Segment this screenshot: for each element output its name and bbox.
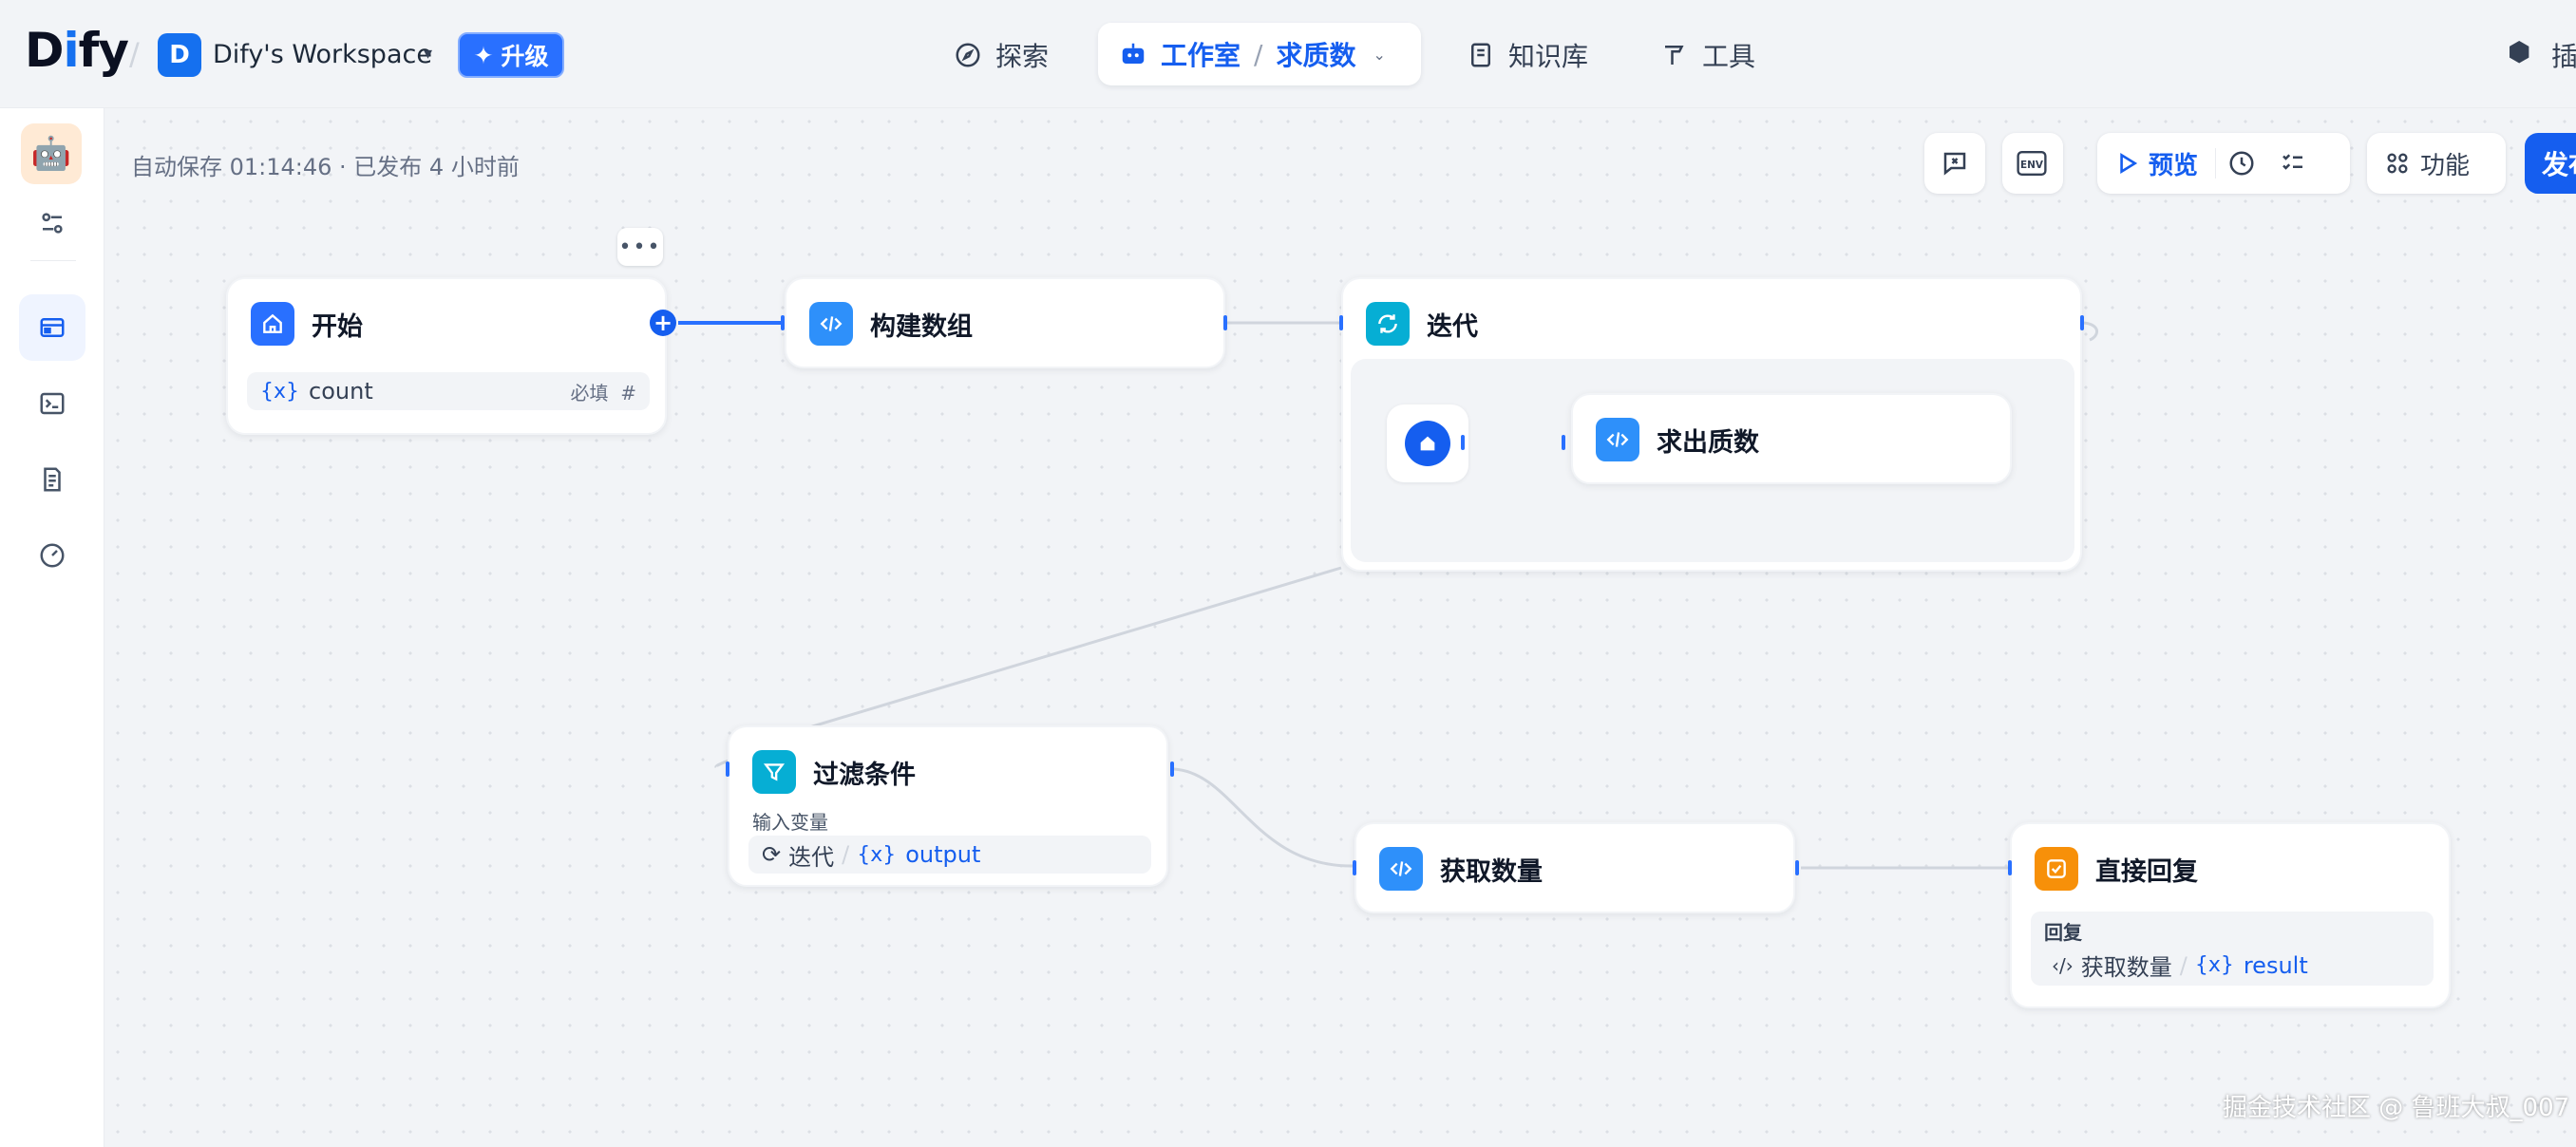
number-type-icon: #: [620, 381, 636, 404]
refresh-icon: [1366, 302, 1410, 346]
iteration-start-node[interactable]: [1387, 404, 1468, 482]
preview-button[interactable]: 预览: [2097, 133, 2215, 194]
variable-icon: {x}: [857, 842, 897, 867]
variable-icon: {x}: [260, 379, 300, 404]
hammer-icon: [1665, 46, 1684, 65]
node-iteration[interactable]: 迭代 求出质数: [1341, 277, 2082, 572]
nav-explore[interactable]: 探索: [954, 36, 1049, 74]
wire-iter-out: [2083, 321, 2098, 342]
robot-icon: [1122, 43, 1145, 64]
answer-reply-box[interactable]: 回复 ‹/› 获取数量 / {x} result: [2031, 912, 2434, 986]
node-get-count[interactable]: 获取数量: [1354, 822, 1795, 913]
output-handle[interactable]: [2080, 315, 2084, 330]
message-check-icon: [1943, 152, 1966, 176]
input-handle[interactable]: [1339, 315, 1343, 330]
code-icon: [1596, 418, 1639, 461]
workspace-avatar[interactable]: D: [158, 33, 201, 77]
sidebar-item-logs[interactable]: [19, 446, 85, 513]
cube-icon[interactable]: ⬢: [2508, 36, 2531, 67]
filter-input-variable[interactable]: ⟳ 迭代 / {x} output: [748, 836, 1151, 874]
wire-filter-count: [1173, 767, 1355, 868]
publish-button[interactable]: 发布: [2525, 133, 2576, 194]
node-compute-primes[interactable]: 求出质数: [1571, 393, 2012, 484]
message-reply-icon: [2035, 847, 2078, 891]
iteration-body[interactable]: 求出质数: [1351, 359, 2074, 562]
env-button[interactable]: ENV: [2002, 133, 2063, 194]
chevron-down-icon[interactable]: ⌄: [1373, 45, 1386, 64]
sidebar-divider: [30, 260, 76, 261]
home-icon: [251, 302, 294, 346]
chevron-down-icon[interactable]: ▾: [424, 44, 433, 64]
more-options-button[interactable]: •••: [617, 228, 663, 266]
sparkle-icon: ✦: [473, 41, 494, 69]
input-handle[interactable]: [781, 315, 785, 330]
output-handle[interactable]: [1223, 315, 1227, 330]
sidebar-item-api[interactable]: [19, 370, 85, 437]
autosave-status: 自动保存 01:14:46 · 已发布 4 小时前: [131, 154, 520, 180]
code-icon: ‹/›: [2052, 953, 2074, 977]
sliders-icon[interactable]: [19, 190, 85, 256]
top-bar: Dify / D Dify's Workspace ▾ ✦ 升级 探索 工作室 …: [0, 0, 2576, 108]
gauge-icon: [40, 543, 65, 568]
filter-icon: [752, 750, 796, 794]
clock-play-icon: [2229, 151, 2254, 176]
book-icon: [1471, 43, 1490, 67]
upgrade-button[interactable]: ✦ 升级: [458, 32, 564, 78]
history-button[interactable]: [2216, 133, 2267, 194]
comment-button[interactable]: [1924, 133, 1985, 194]
app-icon[interactable]: 🤖: [21, 123, 82, 184]
preview-toolbar-group: 预览: [2097, 133, 2350, 194]
output-handle[interactable]: [1170, 762, 1174, 777]
features-button[interactable]: 功能: [2367, 133, 2506, 194]
wire-iter-filter: [808, 566, 1342, 729]
add-node-button[interactable]: +: [650, 310, 676, 336]
start-variable-row[interactable]: {x} count 必填 #: [247, 372, 650, 410]
compass-icon: [956, 43, 980, 67]
grid-dots-icon: [2387, 153, 2408, 174]
node-direct-answer[interactable]: 直接回复 回复 ‹/› 获取数量 / {x} result: [2010, 822, 2451, 1008]
watermark: 掘金技术社区 @ 鲁班大叔_007: [2223, 1094, 2570, 1122]
variable-icon: {x}: [2194, 953, 2234, 977]
node-start[interactable]: 开始 {x} count 必填 #: [226, 277, 667, 435]
code-icon: [1379, 847, 1423, 891]
nav-plugins[interactable]: 插: [2551, 41, 2576, 72]
play-icon: [2120, 153, 2138, 174]
terminal-icon: [40, 392, 65, 415]
workflow-canvas[interactable]: 自动保存 01:14:46 · 已发布 4 小时前 ENV 预览 功能 发布: [104, 108, 2576, 1147]
nav-knowledge[interactable]: 知识库: [1467, 36, 1588, 74]
nav-studio[interactable]: 工作室 / 求质数 ⌄: [1098, 23, 1421, 85]
current-app-name[interactable]: 求质数: [1276, 40, 1356, 71]
code-icon: [809, 302, 853, 346]
workspace-name[interactable]: Dify's Workspace: [213, 40, 432, 69]
input-handle[interactable]: [1353, 860, 1356, 875]
file-list-icon: [44, 467, 61, 492]
dify-logo[interactable]: Dify: [25, 23, 129, 78]
nav-tools[interactable]: 工具: [1660, 36, 1755, 74]
node-filter[interactable]: 过滤条件 输入变量 ⟳ 迭代 / {x} output: [728, 725, 1168, 887]
input-handle[interactable]: [1562, 435, 1565, 450]
env-icon: ENV: [2017, 151, 2047, 176]
left-sidebar: 🤖: [0, 108, 104, 1147]
breadcrumb-separator: /: [129, 36, 140, 72]
node-build-array[interactable]: 构建数组: [785, 277, 1225, 368]
input-handle[interactable]: [2008, 860, 2012, 875]
output-handle[interactable]: [1461, 435, 1465, 450]
window-icon: [40, 318, 65, 337]
sidebar-item-monitor[interactable]: [19, 522, 85, 589]
svg-text:ENV: ENV: [2020, 160, 2044, 171]
home-icon: [1405, 421, 1450, 466]
sidebar-item-orchestrate[interactable]: [19, 294, 85, 361]
refresh-icon: ⟳: [762, 841, 782, 868]
output-handle[interactable]: [1795, 860, 1799, 875]
checklist-button[interactable]: [2267, 133, 2319, 194]
checklist-icon: [2282, 154, 2303, 170]
input-handle[interactable]: [726, 762, 729, 777]
